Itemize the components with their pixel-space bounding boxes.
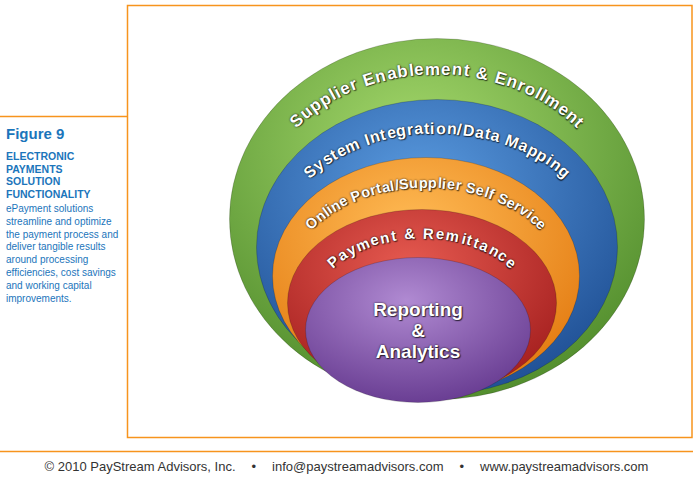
core-label: Reporting & Analytics	[373, 299, 463, 362]
footer-text: •	[252, 459, 257, 474]
footer-text: info@paystreamadvisors.com	[272, 459, 443, 474]
band-letter: u	[409, 176, 419, 191]
band-letter: n	[446, 121, 457, 138]
frame-border	[128, 6, 693, 438]
sidebar-rule	[0, 116, 128, 118]
band-letter	[417, 225, 421, 240]
band-letter: R	[423, 225, 434, 240]
band-letter: i	[430, 120, 435, 136]
layer-band: System Integration/Data MappingOnline Po…	[256, 99, 618, 395]
band-letter: D	[462, 122, 476, 139]
figure-number: Figure 9	[6, 125, 64, 142]
footer-rule	[0, 451, 693, 453]
footer-text: www.paystreamadvisors.com	[480, 459, 648, 474]
layer-ellipse	[306, 258, 531, 403]
band-letter: l	[437, 176, 442, 191]
band-letter: S	[398, 176, 409, 191]
figure-caption: ELECTRONIC PAYMENTS SOLUTION FUNCTIONALI…	[6, 150, 91, 200]
band-letter: e	[414, 61, 425, 79]
layer-ellipse	[230, 39, 645, 400]
footer-text: © 2010 PayStream Advisors, Inc.	[45, 459, 236, 474]
layer-band: Supplier Enablement & EnrollmentSystem I…	[229, 38, 645, 400]
band-letter: o	[436, 120, 446, 136]
layer-band: Payment & RemittanceReporting & Analytic…	[287, 209, 557, 397]
band-letter: p	[419, 176, 428, 191]
band-letter: &	[404, 226, 416, 242]
footer-text: •	[460, 459, 465, 474]
band-letter: a	[413, 121, 423, 138]
band-letter: n	[451, 61, 463, 79]
band-letter: t	[424, 121, 430, 137]
layer-band: Online Portal/Supplier Self ServicePayme…	[272, 157, 580, 395]
band-letter: m	[425, 60, 440, 77]
band-letter: e	[441, 60, 451, 77]
figure-description: ePayment solutions streamline and optimi…	[6, 203, 122, 305]
band-letter: p	[428, 176, 437, 191]
footer: © 2010 PayStream Advisors, Inc. • info@pay…	[0, 459, 693, 474]
core-circle: Reporting & Analytics	[305, 257, 531, 403]
